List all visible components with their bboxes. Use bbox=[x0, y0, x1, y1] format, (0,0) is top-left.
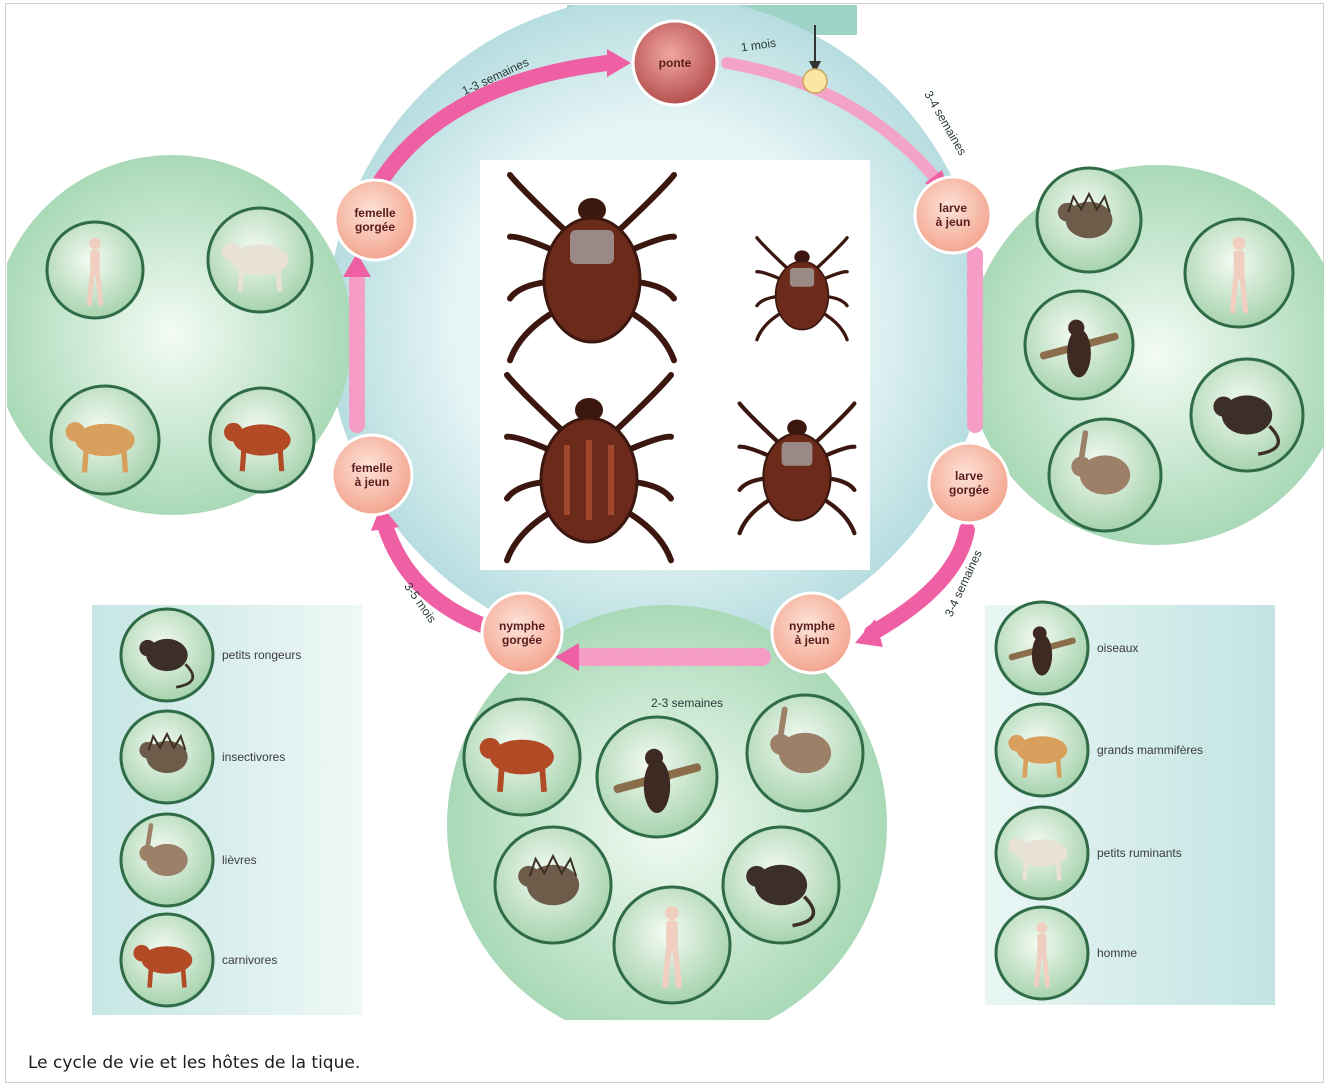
figure-caption: Le cycle de vie et les hôtes de la tique… bbox=[28, 1053, 360, 1073]
host-bottom-rat-icon bbox=[723, 827, 839, 943]
host-right-hedgehog-icon bbox=[1037, 168, 1141, 272]
host-right-rat-icon bbox=[1191, 359, 1303, 471]
legend-label: insectivores bbox=[222, 750, 285, 764]
bird-body bbox=[1067, 329, 1091, 378]
legend-label: carnivores bbox=[222, 953, 277, 967]
legend-label: petits rongeurs bbox=[222, 648, 301, 662]
host-right-human-icon bbox=[1185, 219, 1293, 327]
host-bottom-human-icon bbox=[614, 887, 730, 1003]
host-left-human-icon bbox=[47, 222, 143, 318]
host-right-bird-icon bbox=[1025, 291, 1133, 399]
animal-head bbox=[1213, 397, 1233, 417]
human-torso bbox=[1234, 250, 1245, 280]
tick-scutum bbox=[782, 442, 813, 466]
animal-head bbox=[139, 742, 156, 759]
host-left-sheep-icon bbox=[208, 208, 312, 312]
animal-head bbox=[518, 866, 539, 887]
legend-label: lièvres bbox=[222, 853, 257, 867]
bird-body bbox=[1032, 634, 1052, 675]
human-head bbox=[1036, 922, 1047, 933]
animal-head bbox=[746, 866, 767, 887]
stage-ponte: ponte bbox=[633, 21, 717, 105]
host-bottom-hedgehog-icon bbox=[495, 827, 611, 943]
host-left-cow-icon bbox=[51, 386, 159, 494]
legend-label: petits ruminants bbox=[1097, 846, 1182, 860]
bird-body bbox=[644, 759, 670, 813]
legend-label: oiseaux bbox=[1097, 641, 1138, 655]
stage-femelle-a-jeun: femelleà jeun bbox=[332, 435, 412, 515]
human-head bbox=[1233, 237, 1246, 250]
bird-head bbox=[645, 749, 663, 767]
tick-scutum bbox=[570, 230, 614, 264]
animal-head bbox=[1058, 203, 1077, 222]
stage-label: ponte bbox=[659, 56, 692, 70]
legend-label: homme bbox=[1097, 946, 1137, 960]
human-torso bbox=[1037, 934, 1046, 959]
human-head bbox=[89, 238, 101, 250]
animal-head bbox=[133, 945, 150, 962]
duration-bottom: 2-3 semaines bbox=[651, 696, 723, 710]
host-left-fox-icon bbox=[210, 388, 314, 492]
hare-ears bbox=[1081, 433, 1085, 458]
animal-head bbox=[222, 243, 241, 262]
host-bottom-hare-icon bbox=[747, 695, 863, 811]
host-bottom-bird-icon bbox=[597, 717, 717, 837]
bird-head bbox=[1068, 320, 1084, 336]
stage-label: femellegorgée bbox=[354, 206, 396, 234]
hare-ears bbox=[781, 710, 785, 736]
hare-ears bbox=[148, 826, 151, 847]
human-torso bbox=[666, 921, 678, 953]
animal-head bbox=[139, 640, 156, 657]
host-bottom-fox-icon bbox=[464, 699, 580, 815]
host-right-hare-icon bbox=[1049, 419, 1161, 531]
animal-head bbox=[1008, 838, 1025, 855]
animal-head bbox=[1008, 735, 1025, 752]
tick-scutum bbox=[790, 268, 814, 287]
animal-head bbox=[66, 422, 85, 441]
legend-label: grands mammifères bbox=[1097, 743, 1203, 757]
human-head bbox=[665, 906, 679, 920]
human-torso bbox=[90, 250, 100, 276]
animal-head bbox=[224, 423, 243, 442]
bird-head bbox=[1033, 626, 1047, 640]
animal-head bbox=[480, 738, 501, 759]
